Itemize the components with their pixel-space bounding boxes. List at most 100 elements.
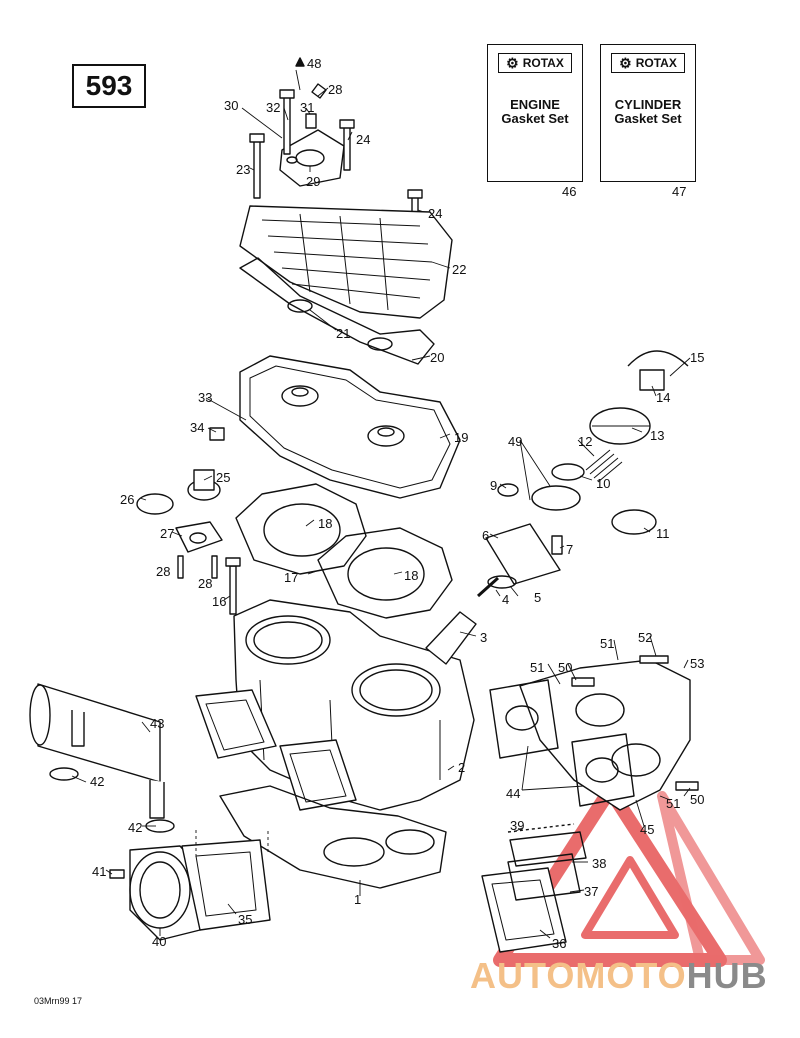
part-label: 4 <box>502 592 510 607</box>
clamp-42a <box>49 767 79 781</box>
part-label: 14 <box>656 390 671 405</box>
part-label: 21 <box>336 326 351 341</box>
part-label: 31 <box>300 100 315 115</box>
part-label-47: 47 <box>672 184 687 199</box>
bolt-50b <box>675 781 699 791</box>
part-label: 51 <box>666 796 681 811</box>
gear-icon: ⚙ <box>506 54 519 71</box>
bolt-23 <box>249 133 265 199</box>
part-label: 44 <box>506 786 521 801</box>
part-label-46: 46 <box>562 184 577 199</box>
stopper-38 <box>509 831 587 867</box>
part-label: 6 <box>482 528 490 543</box>
part-label: 50 <box>690 792 705 807</box>
stud-16 <box>225 557 241 615</box>
screw-7 <box>551 535 563 555</box>
part-label: 28 <box>198 576 213 591</box>
spring-12 <box>585 449 623 483</box>
part-label: 49 <box>508 434 523 449</box>
part-label: 48 <box>307 56 322 71</box>
gasket-set-cylinder: ⚙ROTAX CYLINDER Gasket Set <box>600 44 696 182</box>
watermark-part1: AUTOMOTO <box>470 955 687 996</box>
rotax-logo: ⚙ROTAX <box>498 53 572 73</box>
part-label: 3 <box>480 630 488 645</box>
reed-37 <box>507 853 581 901</box>
part-label: 39 <box>510 818 525 833</box>
thermostat-housing-27 <box>175 521 223 553</box>
water-outlet-30 <box>279 129 345 187</box>
part-label: 19 <box>454 430 469 445</box>
part-label: 32 <box>266 100 281 115</box>
exhaust-manifold-45 <box>519 659 691 811</box>
reed-valve-35 <box>181 839 271 931</box>
piston-3 <box>425 611 477 665</box>
gear-icon: ⚙ <box>619 54 632 71</box>
part-label: 7 <box>566 542 574 557</box>
screw-39 <box>507 823 575 833</box>
part-label: 36 <box>552 936 567 951</box>
part-label: 23 <box>236 162 251 177</box>
part-label: 25 <box>216 470 231 485</box>
seal-10 <box>551 463 585 481</box>
watermark-part2: HUB <box>686 955 768 996</box>
part-label: 13 <box>650 428 665 443</box>
o-ring-26 <box>136 493 174 515</box>
part-label: 26 <box>120 492 135 507</box>
set-title-line1: ENGINE <box>510 97 560 112</box>
part-label: 40 <box>152 934 167 949</box>
base-gasket-1 <box>219 785 447 889</box>
part-label: 10 <box>596 476 611 491</box>
part-label: 24 <box>356 132 371 147</box>
intake-flange-left <box>195 689 277 759</box>
part-label: 34 <box>190 420 205 435</box>
screw-41 <box>109 869 125 879</box>
screw-28b <box>211 555 218 579</box>
part-label: 51 <box>600 636 615 651</box>
part-label: 45 <box>640 822 655 837</box>
set-title-line2: Gasket Set <box>501 111 569 126</box>
part-label: 18 <box>318 516 333 531</box>
part-label: 43 <box>150 716 165 731</box>
part-label: 11 <box>656 526 670 541</box>
part-label: 12 <box>578 434 593 449</box>
set-title-line2: Gasket Set <box>614 111 682 126</box>
part-label: 42 <box>128 820 143 835</box>
cap-14 <box>639 369 665 391</box>
set-title-line1: CYLINDER <box>614 97 682 112</box>
part-label: 5 <box>534 590 542 605</box>
part-label: 38 <box>592 856 607 871</box>
gasket-set-engine: ⚙ROTAX ENGINE Gasket Set <box>487 44 583 182</box>
brand-label: ROTAX <box>522 56 564 70</box>
screw-28a <box>177 555 184 579</box>
clip-15 <box>627 350 689 367</box>
part-label: 29 <box>306 174 321 189</box>
part-label: 28 <box>328 82 343 97</box>
part-label: 50 <box>558 660 573 675</box>
pump-cover-6 <box>485 523 561 585</box>
part-label: 28 <box>156 564 171 579</box>
part-label: 9 <box>490 478 498 493</box>
part-label: 30 <box>224 98 239 113</box>
part-label: 52 <box>638 630 653 645</box>
part-label: 33 <box>198 390 213 405</box>
part-label: 22 <box>452 262 467 277</box>
head-cover-22 <box>239 205 453 319</box>
part-label: 37 <box>584 884 599 899</box>
seal-5 <box>487 575 517 589</box>
bolt-24a <box>339 119 355 171</box>
o-ring-11 <box>611 509 657 535</box>
watermark-logo <box>493 783 765 967</box>
part-label: 53 <box>690 656 705 671</box>
part-label: 20 <box>430 350 445 365</box>
intake-flange-right <box>279 739 357 811</box>
head-gasket-17b <box>317 527 453 619</box>
impeller-8 <box>531 485 581 511</box>
part-label: 51 <box>530 660 545 675</box>
brand-label: ROTAX <box>635 56 677 70</box>
head-gasket-17a <box>235 483 367 575</box>
bleeder-28 <box>311 83 327 99</box>
cylinder-head-19 <box>239 355 461 499</box>
bolt-50a <box>571 677 595 687</box>
o-ring-21b <box>367 337 393 351</box>
head-gasket-20 <box>239 257 435 365</box>
